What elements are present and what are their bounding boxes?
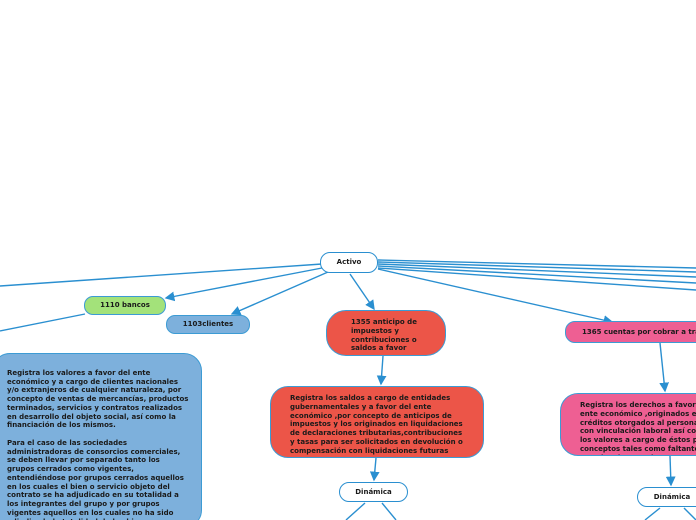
topic-dinamica-1[interactable]: Dinámica xyxy=(339,482,408,502)
topic-anticipo-label: 1355 anticipo de impuestos y contribucio… xyxy=(351,318,417,353)
link-root-clientes xyxy=(230,271,329,316)
link-cuentas-desc xyxy=(659,342,670,393)
link-root-offscreen-right-5 xyxy=(377,267,696,291)
topic-dinamica-2-label: Dinámica xyxy=(653,492,691,501)
topic-1365-cuentas-trabajadores[interactable]: 1365 cuentas por cobrar a tra xyxy=(565,321,696,343)
topic-dinamica-1-label: Dinámica xyxy=(355,487,392,496)
link-root-bancos xyxy=(164,267,323,302)
link-root-offscreen-right-2 xyxy=(377,261,696,273)
root-topic-label: Activo xyxy=(336,258,362,267)
topic-dinamica-2[interactable]: Dinámica xyxy=(637,487,696,507)
link-root-offscreen-right-3 xyxy=(377,263,696,278)
topic-bancos-label: 1110 bancos xyxy=(100,301,150,310)
link-desc-dinamica-1 xyxy=(369,457,380,482)
topic-1355-anticipo[interactable]: 1355 anticipo de impuestos y contribucio… xyxy=(326,310,446,356)
link-root-cuentas xyxy=(377,268,614,325)
link-root-offscreen-right-1 xyxy=(377,259,696,269)
link-root-offscreen-right-4 xyxy=(377,265,696,284)
link-dinamica-2-child-left xyxy=(644,507,661,520)
description-anticipo[interactable]: Registra los saldos a cargo de entidades… xyxy=(270,386,484,458)
link-root-offscreen-left-1 xyxy=(0,263,323,287)
link-anticipo-desc xyxy=(376,355,387,386)
description-clientes-text: Registra los valores a favor del ente ec… xyxy=(7,368,189,520)
topic-clientes-label: 1103clientes xyxy=(182,320,234,329)
link-dinamica-1-child-left xyxy=(345,502,366,520)
description-trabajadores[interactable]: Registra los derechos a favor del ente e… xyxy=(560,393,696,456)
description-anticipo-text: Registra los saldos a cargo de entidades… xyxy=(290,394,463,455)
description-trabajadores-text: Registra los derechos a favor del ente e… xyxy=(580,401,696,455)
link-desc-dinamica-2 xyxy=(665,455,676,487)
topic-1103-clientes[interactable]: 1103clientes xyxy=(166,315,250,334)
description-clientes[interactable]: Registra los valores a favor del ente ec… xyxy=(0,353,202,520)
topic-cuentas-label: 1365 cuentas por cobrar a tra xyxy=(582,327,696,336)
root-topic-activo[interactable]: Activo xyxy=(320,252,378,273)
link-bancos-offscreen xyxy=(0,313,86,332)
link-dinamica-1-child-right xyxy=(381,502,397,520)
link-root-anticipo xyxy=(349,273,375,311)
link-dinamica-2-child-right xyxy=(683,507,696,520)
topic-1110-bancos[interactable]: 1110 bancos xyxy=(84,296,166,315)
